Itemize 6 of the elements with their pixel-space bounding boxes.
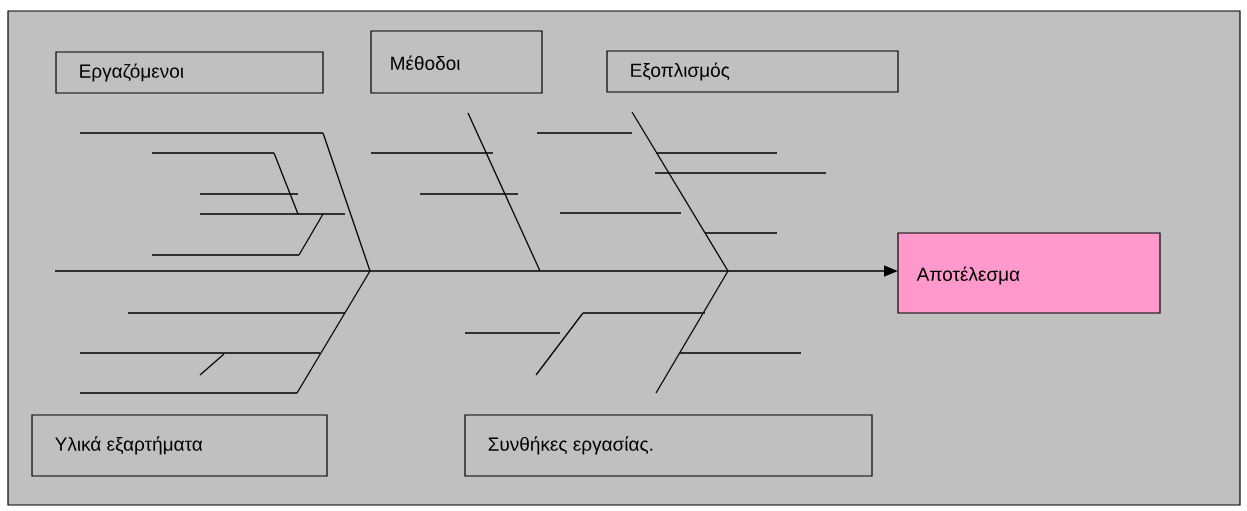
category-box: Υλικά εξαρτήματα (31, 414, 328, 477)
category-box: Εξοπλισμός (606, 50, 899, 93)
category-box: Εργαζόμενοι (55, 51, 324, 94)
category-box: Μέθοδοι (370, 30, 543, 94)
result-box: Αποτέλεσμα (897, 232, 1161, 314)
category-box: Συνθήκες εργασίας. (464, 414, 873, 477)
